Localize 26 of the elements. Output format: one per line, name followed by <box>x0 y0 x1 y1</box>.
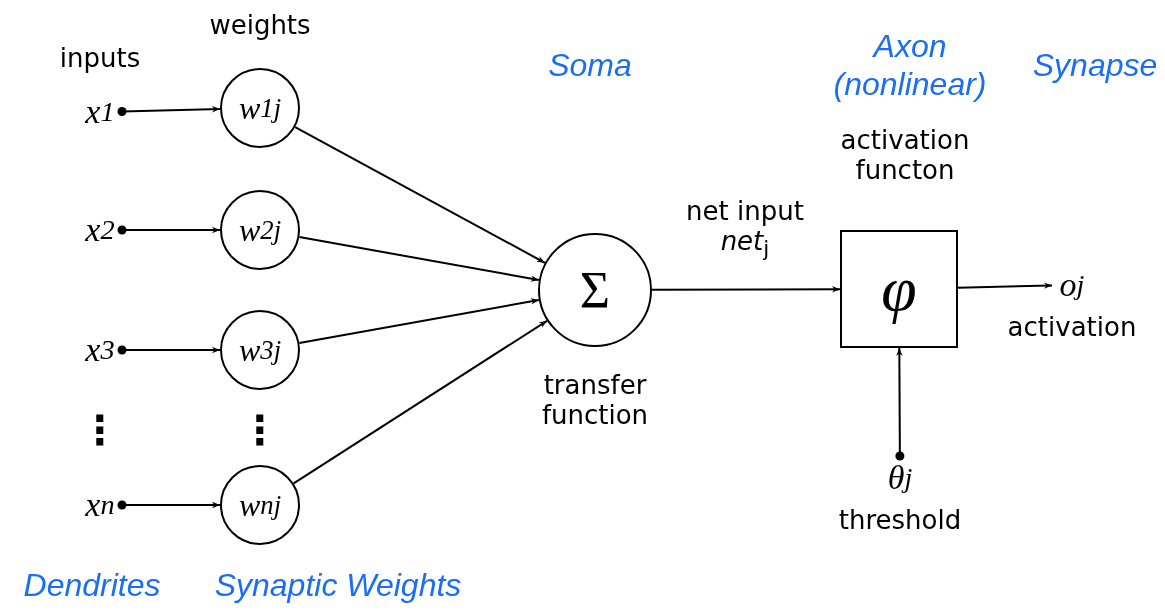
arrow <box>294 126 546 264</box>
ellipsis-mark: ⋮ <box>80 407 120 453</box>
arrow <box>651 286 841 293</box>
ellipsis-mark: ⋮ <box>240 407 280 453</box>
arrow <box>895 347 905 461</box>
arrow <box>117 225 221 235</box>
biology-label: Dendrites <box>23 566 161 604</box>
biology-label: Soma <box>548 46 632 84</box>
arrow <box>117 106 221 116</box>
node-caption: activation functon <box>839 125 971 185</box>
node-caption: transfer function <box>540 370 650 430</box>
summation-circle: Σ <box>538 233 652 347</box>
text-label: inputs <box>59 43 141 73</box>
biology-label: Axon (nonlinear) <box>832 27 988 103</box>
text-label: weights <box>209 10 311 40</box>
node-caption: activation <box>1006 312 1138 342</box>
biology-label: Synapse <box>1032 46 1158 84</box>
arrow <box>957 282 1053 289</box>
arrow <box>117 500 221 510</box>
activation-box: φ <box>840 230 958 348</box>
node-caption: threshold <box>837 505 963 535</box>
arrow <box>298 298 540 344</box>
arrow <box>292 319 549 485</box>
arrow <box>298 236 540 282</box>
arrow <box>117 345 221 355</box>
biology-label: Synaptic Weights <box>214 566 462 604</box>
